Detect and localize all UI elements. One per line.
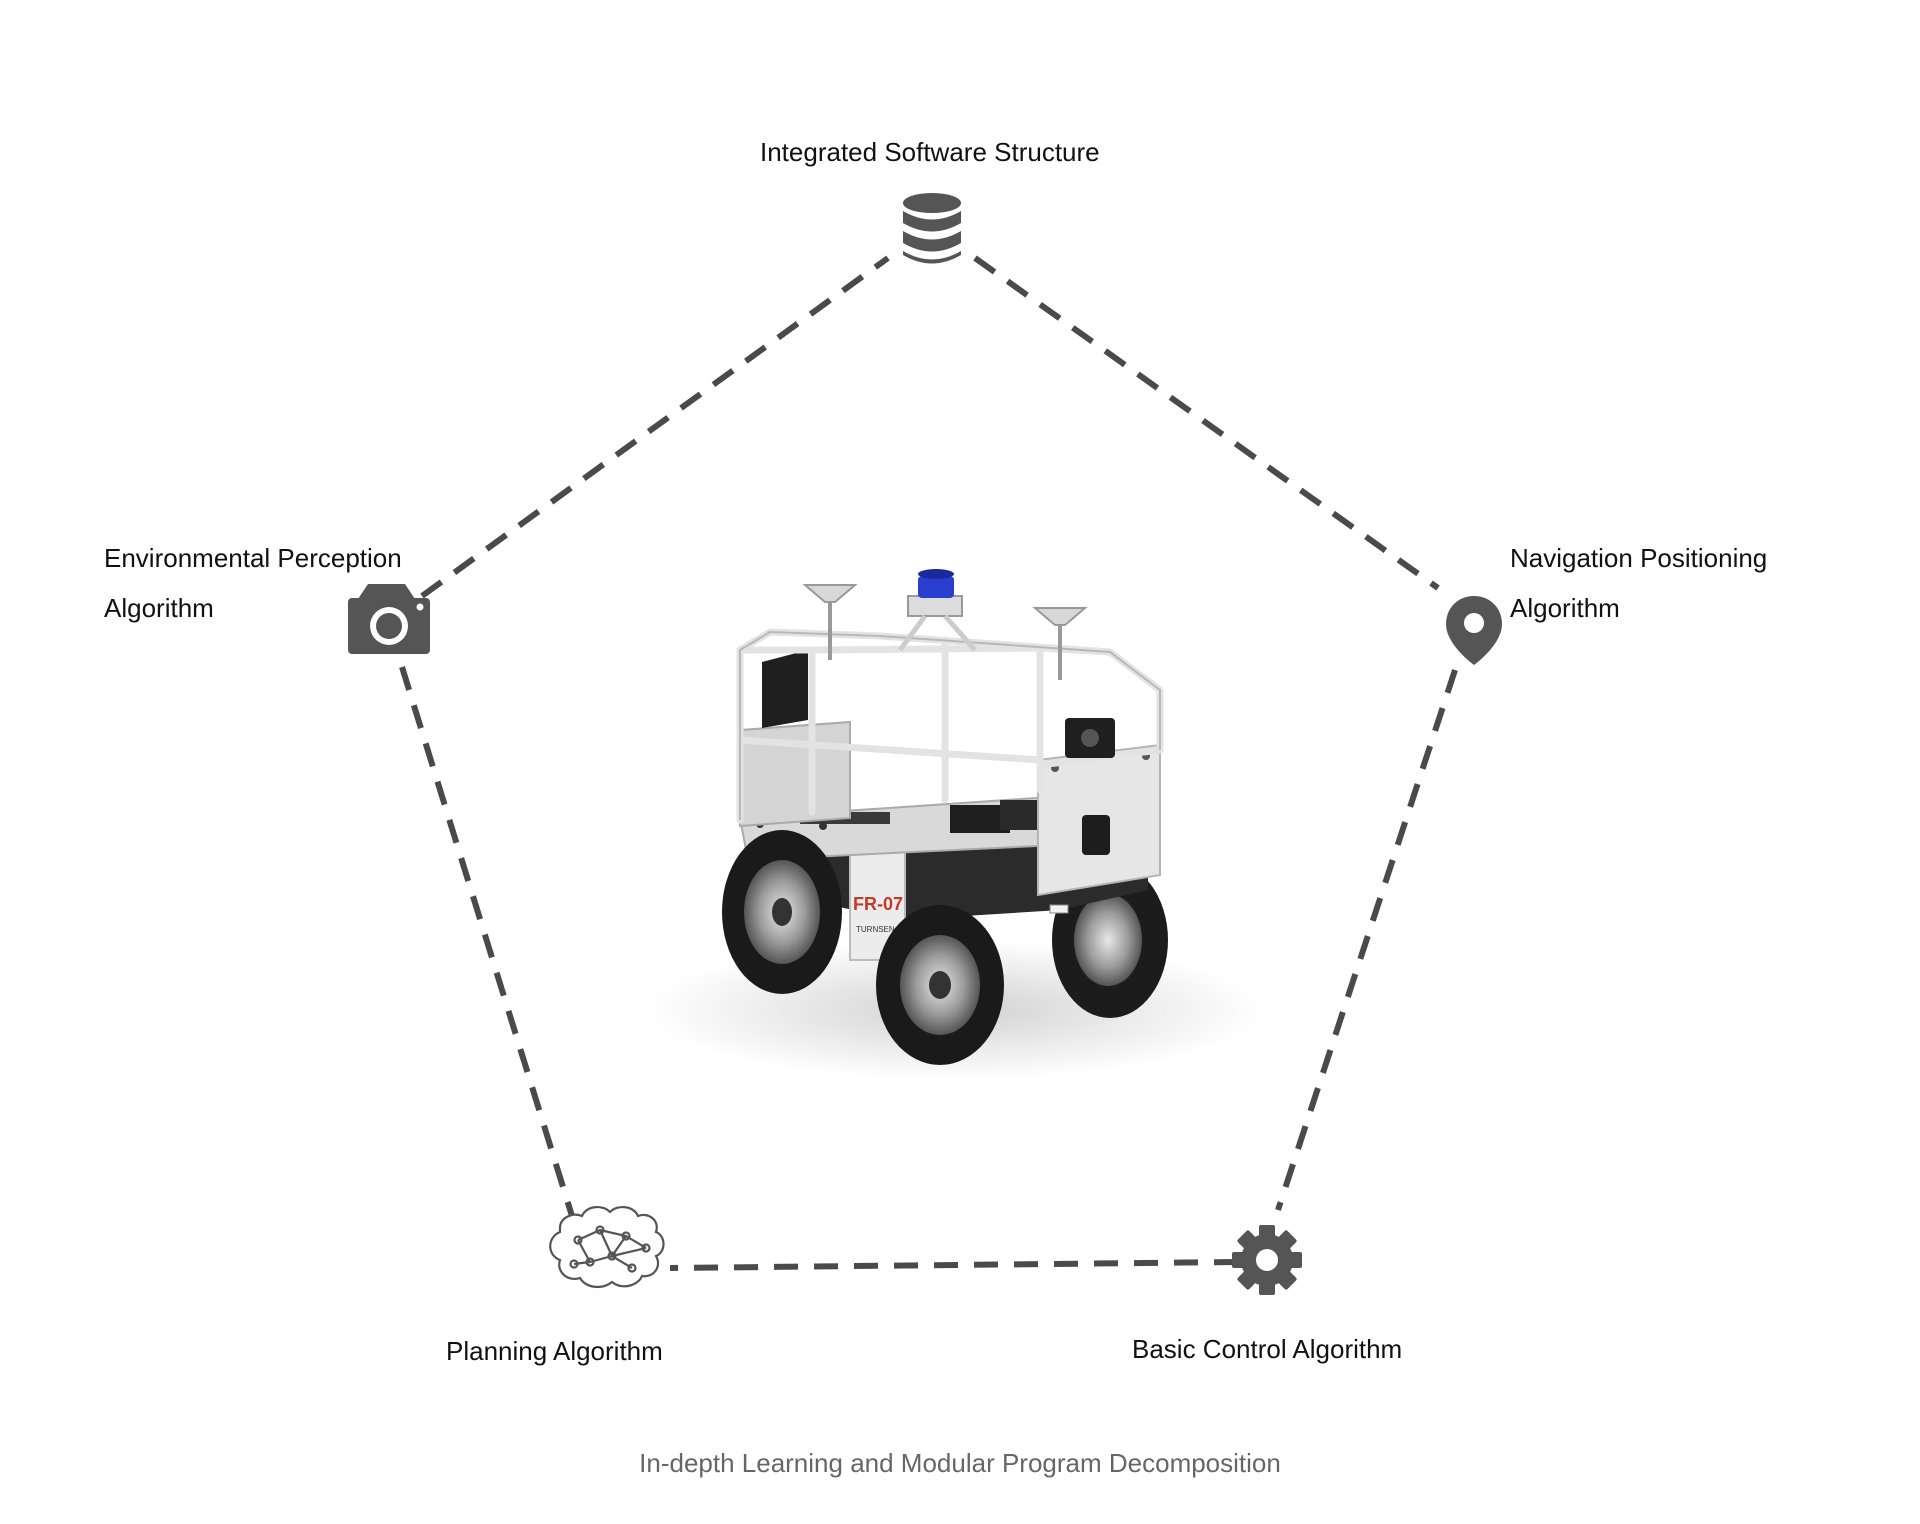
wheel: [722, 830, 842, 994]
node-label-line: Planning Algorithm: [446, 1336, 663, 1366]
connector-left-bottom: [399, 666, 575, 1217]
database-icon: [903, 193, 961, 264]
brain-network-icon: [549, 1206, 665, 1288]
connector-bottom: [669, 1259, 1239, 1271]
gear-icon: [1232, 1225, 1302, 1295]
node-label-line: Basic Control Algorithm: [1132, 1334, 1403, 1364]
node-label-integrated-software-structure: Integrated Software Structure: [760, 127, 1100, 177]
connector-left-top: [420, 255, 890, 599]
node-label-line: Algorithm: [104, 593, 214, 623]
robot-vehicle: FR-07 TURNSEN: [645, 569, 1265, 1080]
robot-badge: FR-07: [853, 894, 903, 914]
wheel: [876, 905, 1004, 1065]
connector-right-bottom: [1275, 669, 1458, 1211]
antenna: [1032, 607, 1088, 680]
connector-top-right: [973, 255, 1440, 591]
node-label-line: Integrated Software Structure: [760, 137, 1100, 167]
antenna: [802, 584, 858, 660]
node-label-environmental-perception: Environmental Perception Algorithm: [104, 533, 402, 633]
node-label-basic-control-algorithm: Basic Control Algorithm: [1132, 1324, 1402, 1374]
diagram-caption: In-depth Learning and Modular Program De…: [639, 1448, 1281, 1478]
node-label-navigation-positioning: Navigation Positioning Algorithm: [1510, 533, 1767, 633]
node-label-planning-algorithm: Planning Algorithm: [446, 1326, 663, 1376]
node-label-line: Environmental Perception: [104, 543, 402, 573]
lidar-sensor: [897, 569, 977, 652]
node-label-line: Algorithm: [1510, 593, 1620, 623]
node-label-line: Navigation Positioning: [1510, 543, 1768, 573]
robot-brand: TURNSEN: [856, 925, 895, 934]
location-pin-icon: [1446, 596, 1502, 665]
dashed-connectors: [399, 255, 1458, 1271]
camera-icon: [348, 584, 430, 654]
